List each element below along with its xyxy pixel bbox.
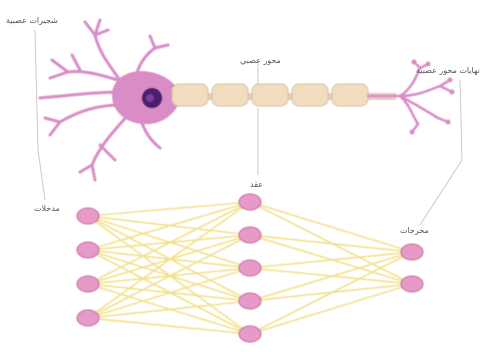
dendrites-label: شجيرات عصبية xyxy=(6,16,58,25)
axon-terminals-label: نهايات محور عصبية xyxy=(416,66,480,75)
hidden-node xyxy=(239,194,261,210)
hidden-node xyxy=(239,293,261,309)
network-edge xyxy=(250,235,412,252)
output-node xyxy=(401,276,423,292)
input-node xyxy=(77,310,99,326)
network-edge xyxy=(250,284,412,334)
input-node xyxy=(77,276,99,292)
hidden-label: عقد xyxy=(250,180,263,189)
outputs-label: مخرجات xyxy=(400,226,429,235)
hidden-node xyxy=(239,326,261,342)
hidden-node xyxy=(239,227,261,243)
network-edge xyxy=(250,202,412,252)
output-node xyxy=(401,244,423,260)
input-node xyxy=(77,208,99,224)
network-nodes xyxy=(77,194,423,342)
myelin-sheaths xyxy=(172,84,368,106)
biological-neuron xyxy=(40,20,455,180)
hidden-node xyxy=(239,260,261,276)
input-node xyxy=(77,242,99,258)
inputs-label: مدخلات xyxy=(34,204,60,213)
axon-label: محور عصبي xyxy=(240,56,281,65)
